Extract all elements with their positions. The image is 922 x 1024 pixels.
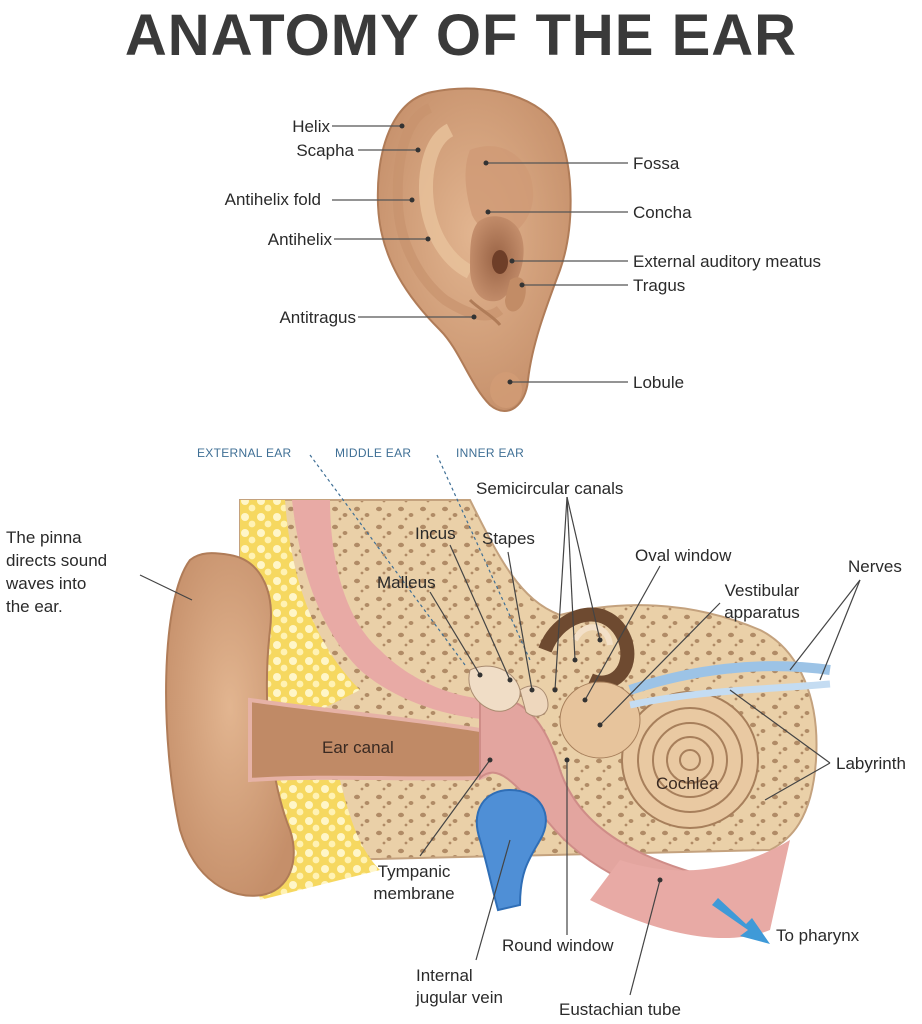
label-pinna-line4: the ear. — [6, 597, 63, 616]
label-incus: Incus — [415, 524, 456, 543]
section-dividers — [309, 454, 531, 666]
label-antihelix: Antihelix — [267, 230, 332, 249]
label-concha: Concha — [633, 203, 692, 222]
label-helix: Helix — [292, 117, 330, 136]
section-middle-ear: MIDDLE EAR — [335, 446, 412, 460]
label-scapha: Scapha — [296, 141, 354, 160]
cross-section-leader-dots — [477, 637, 663, 883]
label-oval-window: Oval window — [635, 546, 732, 565]
outer-ear-drawing — [376, 87, 572, 412]
label-fossa: Fossa — [633, 154, 680, 173]
label-external-auditory-meatus: External auditory meatus — [633, 252, 822, 271]
label-pinna-line3: waves into — [6, 574, 87, 593]
label-round-window: Round window — [502, 936, 614, 955]
label-to-pharynx: To pharynx — [776, 926, 860, 945]
label-ear-canal: Ear canal — [322, 738, 394, 757]
label-semicircular-canals: Semicircular canals — [476, 479, 624, 498]
section-external-ear: EXTERNAL EAR — [197, 446, 292, 460]
label-tympanic-line1: Tympanic — [377, 862, 451, 881]
label-antitragus: Antitragus — [279, 308, 356, 327]
label-vestibular-line2: apparatus — [724, 603, 800, 622]
label-labyrinth: Labyrinth — [836, 754, 906, 773]
label-jugular-line1: Internal — [416, 966, 473, 985]
label-malleus: Malleus — [377, 573, 436, 592]
label-tragus: Tragus — [633, 276, 686, 295]
cross-section-drawing — [165, 499, 831, 944]
section-inner-ear: INNER EAR — [456, 446, 525, 460]
cross-section-leaders — [139, 496, 861, 996]
label-pinna-line1: The pinna — [6, 528, 82, 547]
label-pinna-line2: directs sound — [6, 551, 108, 570]
label-antihelix-fold: Antihelix fold — [224, 190, 321, 209]
page-title: ANATOMY OF THE EAR — [124, 3, 798, 68]
label-cochlea: Cochlea — [656, 774, 719, 793]
label-eustachian-tube: Eustachian tube — [559, 1000, 681, 1019]
outer-ear-leaders — [332, 125, 628, 383]
label-tympanic-line2: membrane — [373, 884, 455, 903]
label-vestibular-line1: Vestibular — [724, 581, 800, 600]
outer-ear-leader-dots — [399, 123, 525, 385]
label-stapes: Stapes — [482, 529, 535, 548]
label-jugular-line2: jugular vein — [416, 988, 503, 1007]
label-lobule: Lobule — [633, 373, 685, 392]
label-nerves: Nerves — [848, 557, 902, 576]
